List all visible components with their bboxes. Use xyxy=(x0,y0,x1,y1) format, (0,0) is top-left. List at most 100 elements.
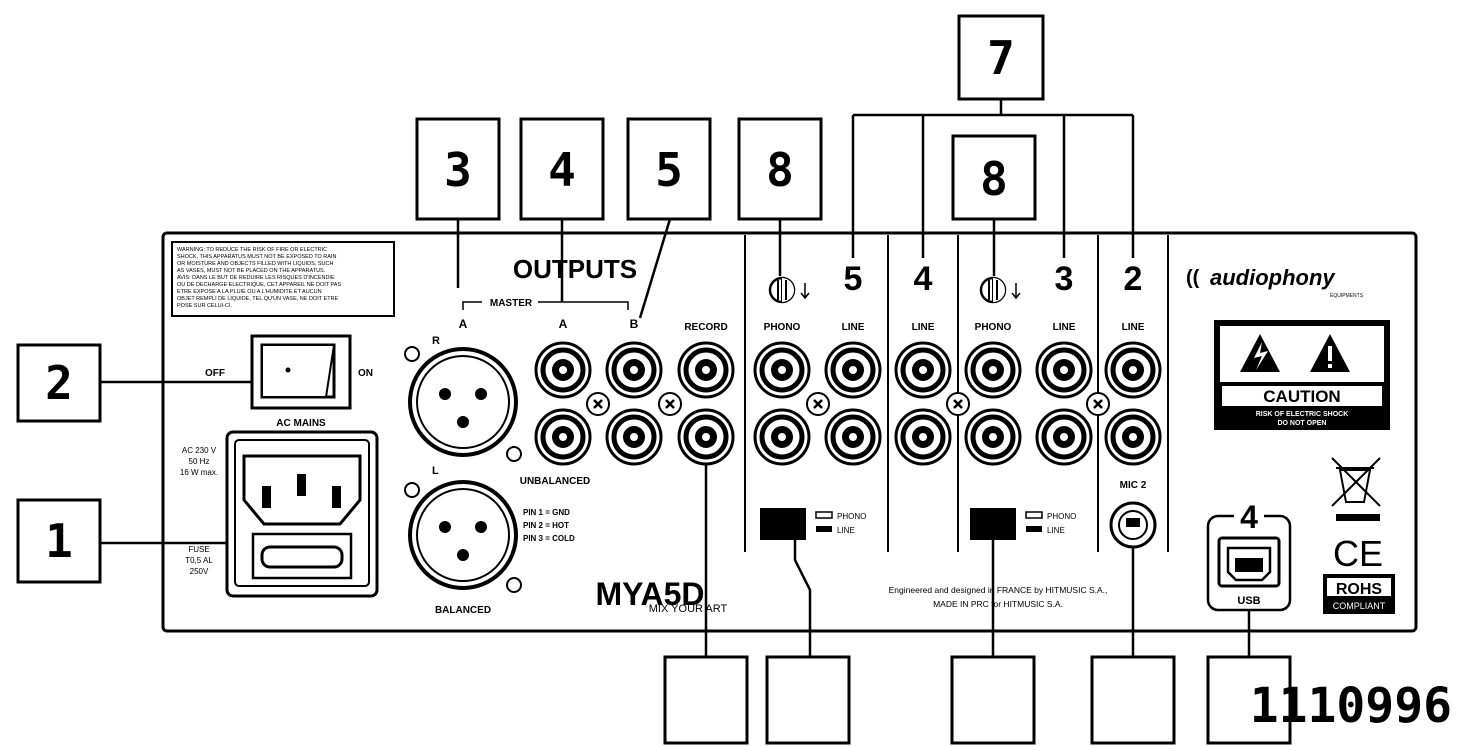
svg-text:5: 5 xyxy=(655,143,683,197)
svg-text:COMPLIANT: COMPLIANT xyxy=(1333,601,1386,611)
rohs-badge: ROHS COMPLIANT xyxy=(1323,574,1395,614)
channel-4: 4 LINE xyxy=(896,260,971,464)
warning-line: WARNING: TO REDUCE THE RISK OF FIRE OR E… xyxy=(177,247,327,253)
brand-mark: (( xyxy=(1186,267,1200,289)
svg-text:MADE IN PRC for HITMUSIC S.A.: MADE IN PRC for HITMUSIC S.A. xyxy=(933,599,1063,609)
svg-text:2: 2 xyxy=(45,356,73,410)
callout-empty-switch-3 xyxy=(950,655,1036,745)
xlr-r-label: R xyxy=(432,335,440,347)
svg-text:LINE: LINE xyxy=(912,322,935,333)
pin-legend: PIN 1 = GND PIN 2 = HOT PIN 3 = COLD xyxy=(523,508,575,543)
ce-mark: CE xyxy=(1333,533,1383,574)
xlr-right-connector: R xyxy=(404,335,522,462)
svg-text:DO NOT OPEN: DO NOT OPEN xyxy=(1277,420,1326,427)
xlr-left-connector: L BALANCED xyxy=(404,465,522,616)
svg-text:RISK OF ELECTRIC SHOCK: RISK OF ELECTRIC SHOCK xyxy=(1256,411,1349,418)
callout-5: 5 xyxy=(626,117,712,221)
callout-2: 2 xyxy=(16,343,102,423)
svg-text:4: 4 xyxy=(548,143,576,197)
exclamation-icon xyxy=(1328,346,1332,361)
svg-text:MYA5D: MYA5D xyxy=(595,576,704,612)
svg-text:MASTER: MASTER xyxy=(490,298,533,309)
mic-jack xyxy=(1109,501,1157,549)
svg-text:16 W max.: 16 W max. xyxy=(180,468,218,477)
brand-logo: (( audiophony EQUIPMENTS xyxy=(1186,265,1364,299)
warning-line: OBJET REMPLI DE LIQUIDE, TEL QU'UN VASE,… xyxy=(177,296,339,302)
svg-text:PHONO: PHONO xyxy=(837,512,866,521)
master-a-label: A xyxy=(459,317,468,331)
svg-text:PHONO: PHONO xyxy=(975,322,1012,333)
channel-3: 3 PHONO LINE PHONO LINE xyxy=(966,260,1091,540)
svg-text:LINE: LINE xyxy=(842,322,865,333)
svg-text:LINE: LINE xyxy=(1122,322,1145,333)
channel-number: 3 xyxy=(1055,260,1074,298)
svg-text:PHONO: PHONO xyxy=(1047,512,1076,521)
callout-empty-record xyxy=(663,655,749,745)
callout-7: 7 xyxy=(957,14,1045,101)
svg-text:3: 3 xyxy=(444,143,472,197)
svg-text:LINE: LINE xyxy=(837,526,855,535)
svg-text:PIN 2 = HOT: PIN 2 = HOT xyxy=(523,521,569,530)
svg-text:audiophony: audiophony xyxy=(1210,265,1336,290)
svg-text:8: 8 xyxy=(766,143,794,197)
rca-group-outputs: UNBALANCED xyxy=(520,343,733,487)
svg-text:ROHS: ROHS xyxy=(1336,581,1383,598)
xlr-l-label: L xyxy=(432,465,439,477)
callout-3: 3 xyxy=(415,117,501,221)
channel-number: 4 xyxy=(914,260,933,298)
callout-8-channel-3: 8 xyxy=(951,134,1037,221)
warning-label: WARNING: TO REDUCE THE RISK OF FIRE OR E… xyxy=(171,241,395,317)
ac-mains-label: AC MAINS xyxy=(276,418,326,429)
caution-label: CAUTION RISK OF ELECTRIC SHOCK DO NOT OP… xyxy=(1214,320,1390,430)
record-label: RECORD xyxy=(684,322,727,333)
svg-text:CAUTION: CAUTION xyxy=(1263,387,1340,406)
callout-4: 4 xyxy=(519,117,605,221)
channel-number: 2 xyxy=(1124,260,1143,298)
switch-on-label: ON xyxy=(358,368,373,379)
warning-line: OR MOISTURE AND OBJECTS FILLED WITH LIQU… xyxy=(177,261,333,267)
usb-number: 4 xyxy=(1240,499,1258,535)
svg-text:Engineered and designed in FRA: Engineered and designed in FRANCE by HIT… xyxy=(889,585,1108,595)
switch-off-label: OFF xyxy=(205,368,225,379)
svg-text:EQUIPMENTS: EQUIPMENTS xyxy=(1330,293,1364,299)
warning-line: POSE SUR CELUI-CI. xyxy=(177,303,232,309)
svg-text:PHONO: PHONO xyxy=(764,322,801,333)
usb-port: 4 USB xyxy=(1206,499,1292,612)
channel-5: 5 PHONO LINE PHONO LINE xyxy=(755,260,880,540)
power-switch: OFF ON AC MAINS xyxy=(205,334,373,429)
channel-number: 5 xyxy=(844,260,863,298)
lightning-icon xyxy=(1254,342,1268,370)
balanced-label: BALANCED xyxy=(435,605,491,616)
unbal-a-label: A xyxy=(559,317,568,331)
warning-line: AS VASES, MUST NOT BE PLACED ON THE APPA… xyxy=(177,268,326,274)
svg-text:250V: 250V xyxy=(190,567,209,576)
svg-text:50 Hz: 50 Hz xyxy=(189,457,210,466)
callout-empty-usb xyxy=(1206,655,1292,745)
svg-text:LINE: LINE xyxy=(1047,526,1065,535)
svg-text:8: 8 xyxy=(980,152,1008,206)
usb-label: USB xyxy=(1237,595,1260,607)
svg-text:PIN 1 = GND: PIN 1 = GND xyxy=(523,508,570,517)
unbalanced-label: UNBALANCED xyxy=(520,476,591,487)
unbal-b-label: B xyxy=(630,317,639,331)
model-logo: MYA5D MIX YOUR ART xyxy=(595,576,727,615)
svg-text:LINE: LINE xyxy=(1053,322,1076,333)
svg-text:FUSE: FUSE xyxy=(188,545,209,554)
outputs-heading: OUTPUTS xyxy=(513,254,637,284)
callout-8-channel-5: 8 xyxy=(737,117,823,221)
engineered-text: Engineered and designed in FRANCE by HIT… xyxy=(889,585,1108,609)
svg-text:PIN 3 = COLD: PIN 3 = COLD xyxy=(523,534,575,543)
warning-line: ETRE EXPOSE A LA PLUIE OU A L'HUMIDITE E… xyxy=(177,289,322,295)
warning-line: OU DE DECHARGE ELECTRIQUE, CET APPAREIL … xyxy=(177,282,341,288)
warning-line: SHOCK, THIS APPARATUS MUST NOT BE EXPOSE… xyxy=(177,254,336,260)
callout-lines xyxy=(100,99,1251,657)
mic-label: MIC 2 xyxy=(1120,480,1147,491)
callout-empty-mic xyxy=(1090,655,1176,745)
warning-line: AVIS: DANS LE BUT DE REDUIRE LES RISQUES… xyxy=(177,275,335,281)
tagline: MIX YOUR ART xyxy=(649,603,728,615)
svg-text:1: 1 xyxy=(45,514,73,568)
weee-bin-icon xyxy=(1331,457,1381,521)
channel-2: 2 LINE MIC 2 xyxy=(1085,260,1160,549)
svg-text:AC 230 V: AC 230 V xyxy=(182,446,217,455)
